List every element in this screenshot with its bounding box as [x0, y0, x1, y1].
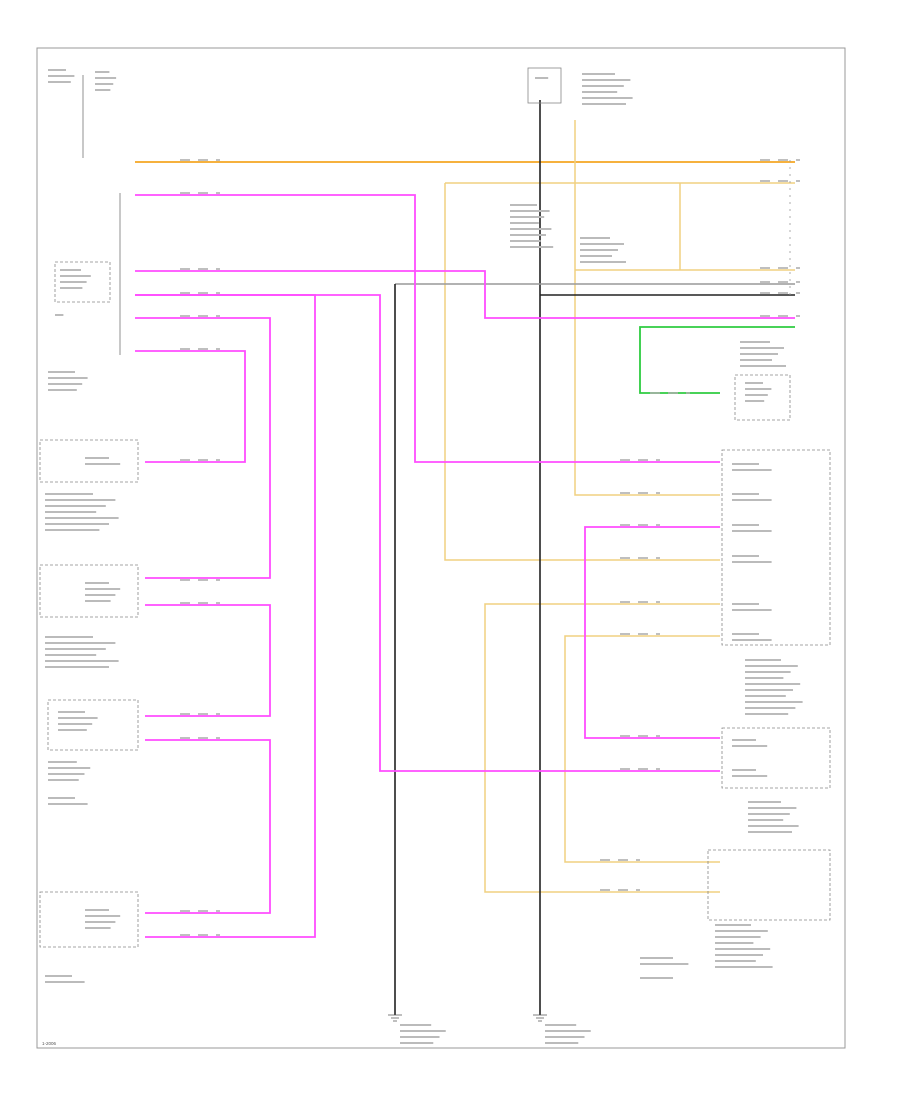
tan-wire [574, 120, 720, 496]
magenta-wire [135, 350, 246, 463]
magenta-wire [135, 270, 795, 319]
ecm-lower-box [721, 727, 831, 789]
illegible-label-layer [45, 69, 803, 1044]
tan-wire [484, 603, 720, 893]
wire-layer [135, 100, 795, 1015]
diagram-frame [36, 47, 846, 1049]
ground-symbol [533, 1014, 547, 1022]
ground-symbol [388, 1014, 402, 1022]
green-wire [639, 326, 795, 394]
tan-wire [564, 635, 720, 863]
magenta-wire [135, 294, 316, 938]
body-control-module-box [39, 439, 139, 483]
resistor-component [527, 67, 562, 104]
column-module-box [47, 699, 139, 751]
tan-wire [444, 183, 720, 561]
magenta-wire [145, 604, 271, 717]
splice-pack-box [54, 261, 111, 303]
footer-code: 1-2006 [42, 1041, 57, 1046]
instrument-cluster-box [39, 891, 139, 948]
transmission-control-module-box [707, 849, 831, 921]
engine-control-module-box [721, 449, 831, 646]
magenta-wire [135, 194, 720, 463]
ground-symbols [388, 1014, 547, 1022]
magenta-wire [584, 526, 720, 739]
magenta-wire [145, 739, 271, 914]
magenta-wire [135, 294, 720, 772]
magenta-wire [135, 317, 271, 579]
component-layer [39, 67, 831, 948]
vehicle-integration-module-box [39, 564, 139, 618]
data-link-connector-box [734, 374, 791, 421]
